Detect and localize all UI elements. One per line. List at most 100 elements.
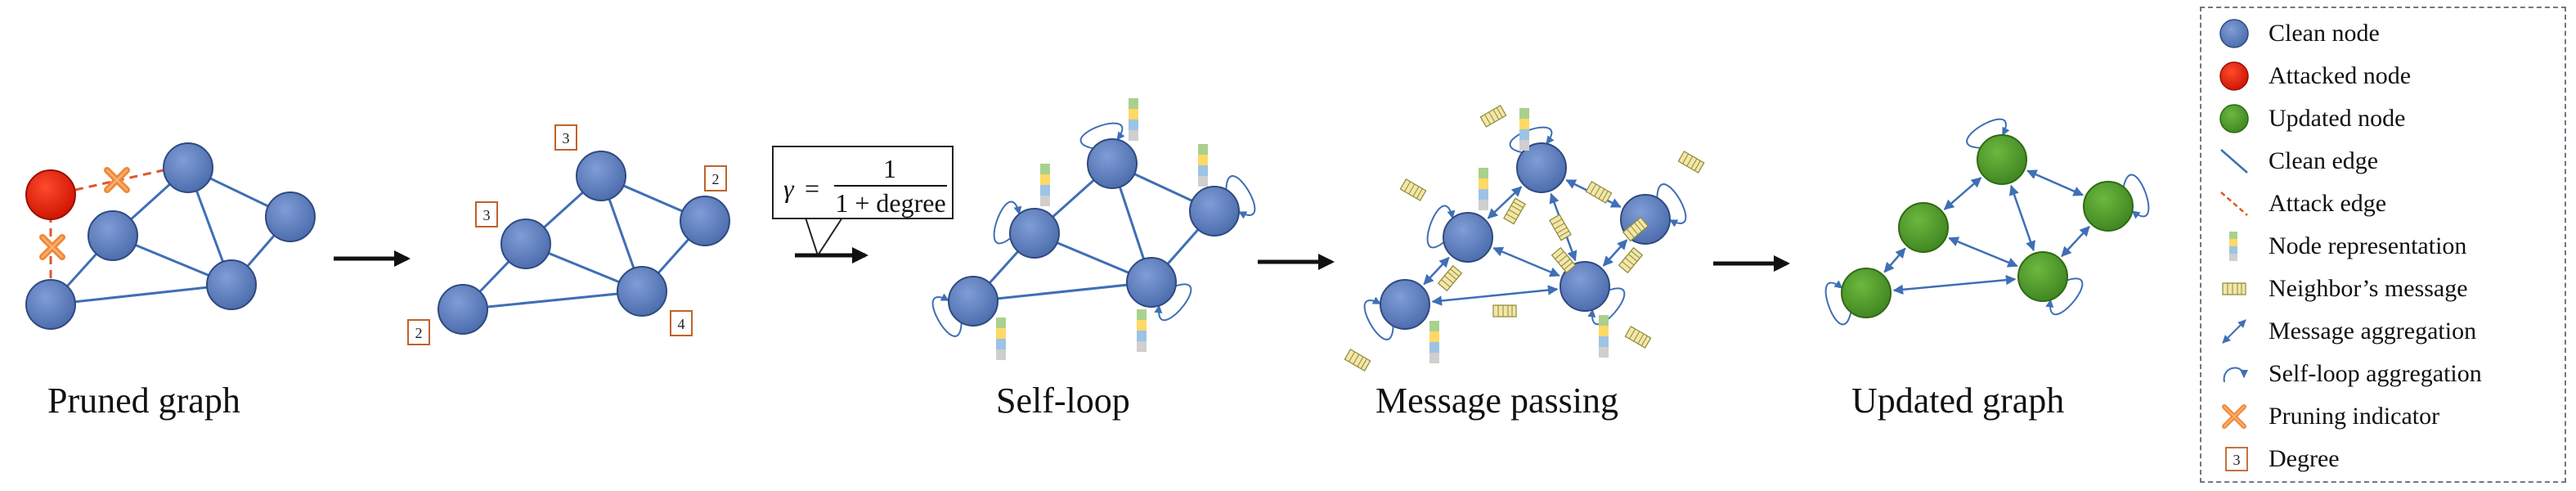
representation-segment: [1519, 140, 1529, 151]
legend-item-updated-node: Updated node: [2201, 98, 2561, 139]
message-box: [1503, 197, 1526, 225]
clean-node: [1560, 261, 1610, 312]
degree-icon: 3: [475, 201, 498, 227]
self-loop: [1966, 118, 2010, 149]
clean-node: [576, 151, 626, 201]
message-aggregation-icon: [2222, 319, 2246, 344]
legend-label: Node representation: [2269, 232, 2467, 259]
message-divider: [1559, 230, 1569, 237]
message-divider: [1630, 225, 1639, 235]
message-divider: [1441, 279, 1451, 288]
message-divider: [1551, 218, 1563, 226]
node-representation-icon: [996, 318, 1006, 360]
neighbor-message-icon: [1492, 304, 1517, 318]
self-loop: [2122, 173, 2150, 219]
message-box: [1479, 105, 1507, 128]
self-loop: [1079, 122, 1125, 150]
caption-pruned-graph: Pruned graph: [47, 381, 240, 421]
formula-numerator: 1: [883, 154, 896, 183]
clean-node: [1380, 279, 1430, 330]
message-divider: [1488, 111, 1496, 123]
message-box: [1549, 214, 1572, 241]
legend-label: Neighbor’s message: [2269, 275, 2468, 302]
representation-segment: [1519, 119, 1529, 129]
pruning-indicator-icon: [104, 167, 130, 193]
clean-node: [948, 276, 999, 327]
message-divider: [1590, 183, 1597, 195]
representation-segment: [1429, 342, 1439, 353]
clean-node: [680, 196, 730, 246]
clean-node: [88, 210, 138, 261]
node-representation-icon: [1040, 164, 1050, 206]
legend-item-clean-node: Clean node: [2201, 13, 2561, 54]
neighbor-message-icon: [1437, 264, 1463, 292]
clean-node-icon: [2219, 19, 2249, 48]
message-divider: [1357, 356, 1364, 367]
self-loop: [1824, 280, 1852, 326]
representation-segment: [1519, 129, 1529, 140]
neighbor-message-icon: [1549, 214, 1572, 241]
representation-segment: [1479, 200, 1488, 210]
representation-segment: [1479, 189, 1488, 200]
formula-equals: =: [805, 173, 820, 203]
edge: [462, 290, 643, 311]
self-loop: [2045, 277, 2084, 316]
degree-label: 2: [415, 325, 423, 341]
degree-box: [554, 124, 577, 151]
formula-gamma: γ: [783, 173, 794, 203]
neighbor-message-icon: [1344, 349, 1371, 372]
message-edge: [1948, 236, 2018, 268]
updated-node: [1898, 202, 1949, 253]
legend-label: Self-loop aggregation: [2269, 360, 2482, 387]
message-box: [1677, 151, 1705, 173]
message-divider: [1554, 223, 1565, 230]
node-representation-icon: [2229, 232, 2237, 261]
message-box: [1344, 349, 1371, 372]
legend-item-degree: 3 Degree: [2201, 439, 2561, 480]
neighbor-message-icon: [1585, 181, 1613, 204]
message-divider: [1564, 262, 1573, 270]
message-divider: [1625, 257, 1635, 266]
degree-box: [407, 319, 430, 345]
message-divider: [1349, 351, 1356, 363]
degree-label: 4: [678, 316, 685, 332]
message-divider: [1508, 209, 1519, 216]
message-divider: [1690, 158, 1698, 169]
clean-node: [1516, 142, 1567, 193]
message-divider: [1556, 227, 1568, 234]
representation-segment: [1599, 336, 1609, 347]
message-divider: [1601, 191, 1609, 201]
legend: Clean node Attacked node Updated node Cl…: [2200, 7, 2566, 483]
degree-icon: 3: [2225, 447, 2248, 471]
node-representation-icon: [1129, 98, 1138, 141]
legend-item-message-aggregation: Message aggregation: [2201, 311, 2561, 352]
message-divider: [1404, 181, 1411, 192]
representation-segment: [1129, 130, 1138, 141]
representation-segment: [1040, 196, 1050, 206]
message-divider: [1682, 153, 1690, 164]
formula-denominator: 1 + degree: [835, 188, 946, 218]
message-box: [1399, 178, 1427, 201]
neighbor-message-icon: [1479, 105, 1507, 128]
callout-pointer: [805, 217, 843, 258]
legend-item-neighbors-message: Neighbor’s message: [2201, 268, 2561, 309]
degree-icon: 3: [554, 124, 577, 151]
pruning-indicator-icon: [2222, 404, 2246, 429]
representation-segment: [1040, 164, 1050, 174]
clean-node: [1009, 208, 1060, 259]
legend-item-attack-edge: Attack edge: [2201, 183, 2561, 224]
message-divider: [1510, 205, 1522, 212]
legend-item-attacked-node: Attacked node: [2201, 56, 2561, 97]
degree-label: 3: [563, 130, 570, 146]
message-divider: [1686, 155, 1694, 167]
message-divider: [1694, 160, 1701, 171]
caption-updated-graph: Updated graph: [1851, 381, 2065, 421]
self-loop: [1363, 296, 1394, 340]
message-divider: [1447, 272, 1457, 280]
message-divider: [1627, 254, 1638, 262]
cross-highlight: [41, 236, 64, 259]
degree-icon: 2: [704, 165, 727, 191]
attacked-node: [25, 169, 76, 220]
neighbor-message-icon: [1624, 326, 1652, 349]
clean-node: [438, 284, 488, 335]
